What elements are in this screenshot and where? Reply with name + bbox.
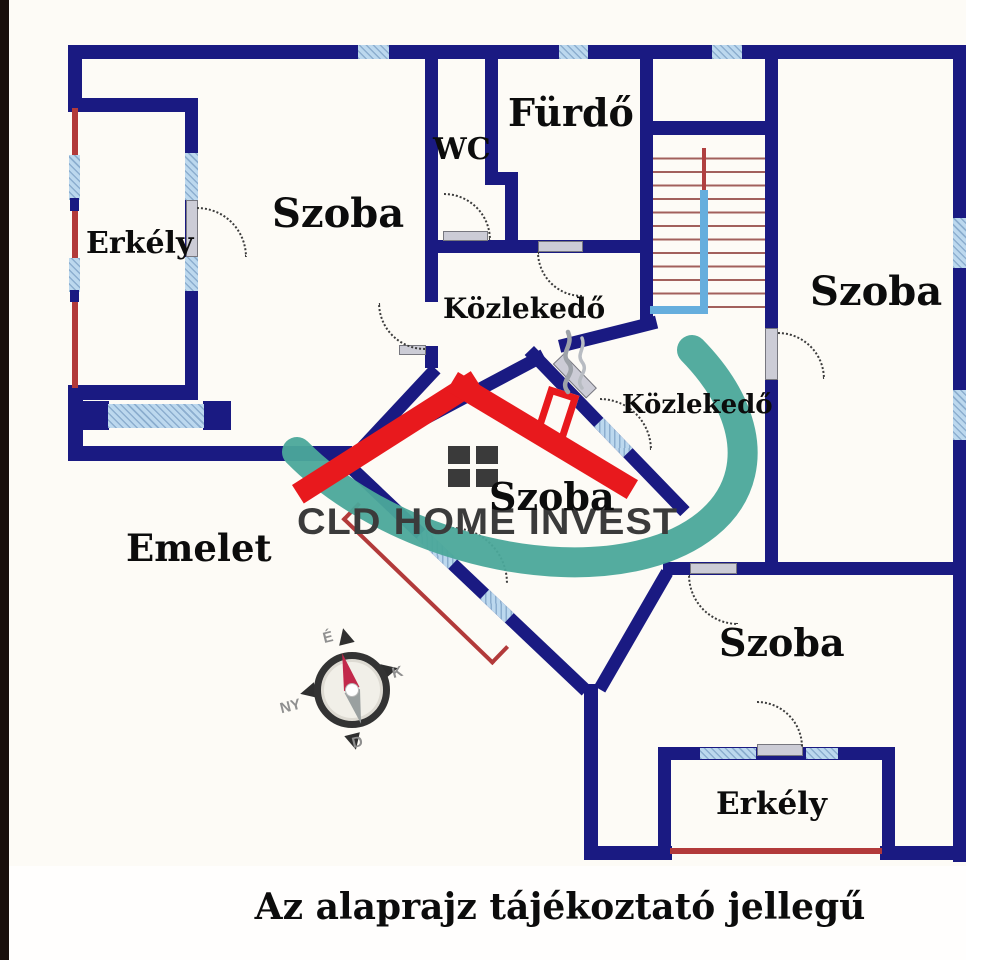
wall-erkely-br-right <box>882 747 895 860</box>
logo-wordmark: CLD HOME INVEST <box>297 501 679 542</box>
wall-stair-left <box>640 48 653 320</box>
floor-label: Emelet <box>126 526 272 570</box>
compass-label-north: É <box>321 628 335 647</box>
door-arc-szoba-tl <box>378 303 425 350</box>
window-right-1 <box>953 218 966 268</box>
wall-outer-bottom-l <box>584 846 672 860</box>
wall-rail-cap-2 <box>70 290 79 302</box>
logo-window-icon <box>448 446 498 487</box>
wall-balcony-tl-top <box>68 98 193 112</box>
window-rail-tl-2 <box>69 258 80 292</box>
door-arc-szoba-br <box>688 575 738 625</box>
staircase-handrail-bottom <box>650 306 708 314</box>
window-top-3 <box>712 45 742 59</box>
door-arc-erkely-br <box>757 701 803 747</box>
door-gap-szoba-tl <box>425 302 438 346</box>
room-label-szoba-tr: Szoba <box>810 268 943 315</box>
window-diamond-bl-2 <box>480 589 514 623</box>
wall-balcony-tl-bottom <box>72 385 198 400</box>
window-balcony-divider-2 <box>185 257 198 291</box>
wall-szoba-tl-right <box>425 57 438 368</box>
room-label-szoba-tl: Szoba <box>272 190 405 237</box>
wall-band-stub-right <box>203 401 231 430</box>
wall-outer-bottom-left <box>68 446 352 461</box>
staircase-divider <box>702 148 706 192</box>
left-edge-bar <box>0 0 9 960</box>
wall-rail-cap-1 <box>70 198 79 211</box>
wall-band-stub-left <box>83 401 109 430</box>
window-right-2 <box>953 390 966 440</box>
compass-label-west: NY <box>278 695 303 718</box>
smoke-icon <box>562 329 586 395</box>
door-leaf-furdo <box>538 241 583 252</box>
room-label-erkely-br: Erkély <box>716 786 827 822</box>
wall-stair-right <box>765 50 778 573</box>
wall-wc-right <box>485 50 498 178</box>
door-arc-szoba-tr <box>778 332 825 379</box>
room-label-kozlekedo-1: Közlekedő <box>443 292 606 325</box>
caption: Az alaprajz tájékoztató jellegű <box>254 886 866 928</box>
room-label-szoba-br: Szoba <box>719 620 845 665</box>
rail-erkely-br <box>670 848 882 854</box>
wall-outer-left-mid <box>68 385 83 461</box>
wall-wc-jog-v <box>505 172 518 245</box>
bottom-margin <box>9 866 966 960</box>
window-erkely-br-1 <box>700 748 756 759</box>
room-label-wc: WC <box>433 132 491 167</box>
door-arc-wc <box>444 193 491 240</box>
wall-outer-right <box>953 45 966 862</box>
room-label-kozlekedo-2: Közlekedő <box>622 390 773 420</box>
rail-balcony-tl <box>72 108 78 388</box>
wall-stair-top <box>648 121 778 135</box>
wall-outer-bottom-r <box>880 846 966 860</box>
wall-erkely-br-left <box>658 747 671 860</box>
wall-outer-top <box>68 45 966 59</box>
room-label-szoba-center: Szoba <box>489 474 615 519</box>
window-band-lower-left <box>108 404 204 428</box>
door-arc-erkely-tl <box>197 207 247 257</box>
staircase-treads <box>653 146 765 314</box>
wall-szoba-br-left <box>584 684 598 860</box>
door-leaf-szoba-tr <box>765 328 778 380</box>
window-erkely-br-2 <box>806 748 838 759</box>
right-margin <box>966 0 1000 960</box>
wall-diamond-bottom-right <box>594 569 673 693</box>
window-rail-tl-1 <box>69 155 80 200</box>
window-top-1 <box>358 45 389 59</box>
door-leaf-szoba-br <box>690 563 737 574</box>
room-label-furdo: Fürdő <box>508 90 634 135</box>
compass-spike-n <box>335 626 355 646</box>
compass-label-east: K <box>390 662 405 683</box>
window-balcony-divider-1 <box>185 153 198 200</box>
door-arc-furdo <box>537 252 582 297</box>
staircase-handrail-vertical <box>700 190 708 314</box>
wall-outer-left-top <box>68 45 82 112</box>
window-top-2 <box>559 45 588 59</box>
room-label-erkely-tl: Erkély <box>86 226 194 261</box>
